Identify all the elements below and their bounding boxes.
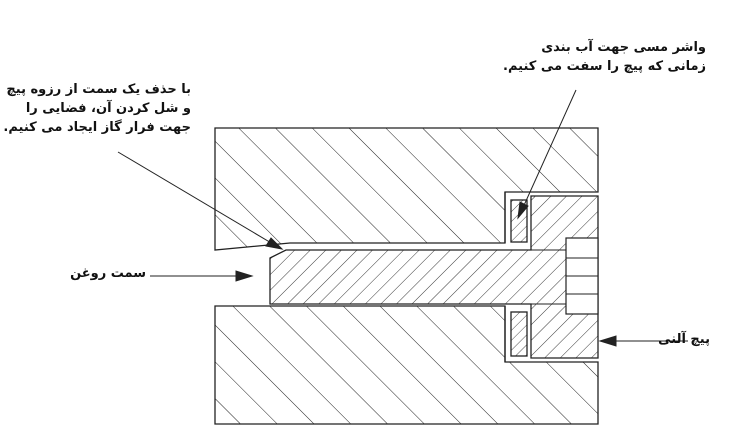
oil-side-label: سمت روغن xyxy=(70,266,146,281)
arrowhead xyxy=(598,335,617,347)
arrowhead xyxy=(265,237,284,250)
copper-washer-note-line-2: زمانی که پیچ را سفت می کنیم. xyxy=(503,59,706,74)
arrowhead xyxy=(517,201,529,220)
arrowhead xyxy=(235,270,254,282)
washer-bottom-section xyxy=(510,311,528,357)
allen-bolt-label: پیچ آلنی xyxy=(658,332,710,347)
gas-escape-note-line-2: و شل کردن آن، فضایی را xyxy=(25,101,191,116)
gas-escape-note-line-3: جهت فرار گاز ایجاد می کنیم. xyxy=(3,120,191,135)
copper-washer-note: واشر مسی جهت آب بندی زمانی که پیچ را سفت… xyxy=(503,38,706,76)
gas-escape-note-line-1: با حذف یک سمت از رزوه پیچ xyxy=(6,82,191,97)
gas-escape-note: با حذف یک سمت از رزوه پیچ و شل کردن آن، … xyxy=(3,80,191,137)
copper-washer-note-line-1: واشر مسی جهت آب بندی xyxy=(541,40,706,55)
leader-lines xyxy=(117,89,688,347)
allen-bolt xyxy=(269,195,599,359)
